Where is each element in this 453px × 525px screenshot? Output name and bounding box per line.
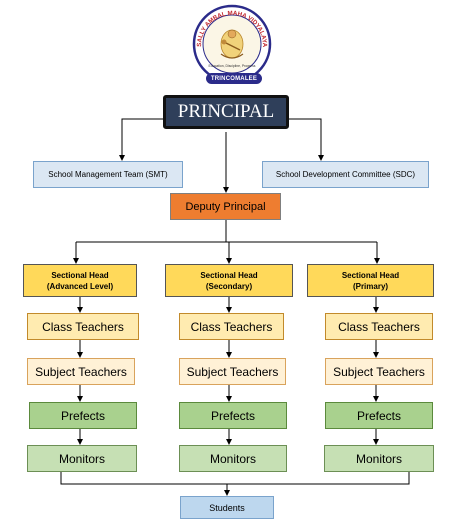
prefects-box-advanced: Prefects	[29, 402, 137, 429]
deputy-principal-box: Deputy Principal	[170, 193, 281, 220]
monitors-label: Monitors	[355, 451, 402, 466]
class-teachers-box-advanced: Class Teachers	[27, 313, 139, 340]
class-teachers-label: Class Teachers	[338, 319, 420, 334]
class-teachers-label: Class Teachers	[42, 319, 124, 334]
principal-label: PRINCIPAL	[177, 101, 275, 122]
deputy-principal-label: Deputy Principal	[185, 200, 266, 213]
class-teachers-label: Class Teachers	[190, 319, 273, 334]
subject-teachers-label: Subject Teachers	[35, 364, 127, 379]
subject-teachers-label: Subject Teachers	[333, 364, 425, 379]
subject-teachers-box-advanced: Subject Teachers	[27, 358, 135, 385]
class-teachers-box-secondary: Class Teachers	[179, 313, 284, 340]
sectional-head-advanced-level: Sectional Head (Advanced Level)	[23, 264, 137, 297]
sectional-head-sub: (Primary)	[352, 281, 389, 291]
prefects-box-secondary: Prefects	[179, 402, 287, 429]
sectional-head-primary: Sectional Head (Primary)	[307, 264, 434, 297]
monitors-box-advanced: Monitors	[27, 445, 137, 472]
monitors-box-primary: Monitors	[324, 445, 434, 472]
students-box: Students	[180, 496, 274, 519]
logo-band: TRINCOMALEE	[206, 73, 262, 84]
subject-teachers-box-primary: Subject Teachers	[325, 358, 433, 385]
sectional-head-title: Sectional Head	[341, 270, 400, 280]
sdc-box: School Development Committee (SDC)	[262, 161, 429, 188]
logo-motto: Education, Discipline, Progress	[209, 64, 256, 68]
principal-box: PRINCIPAL	[163, 95, 289, 129]
smt-label: School Management Team (SMT)	[48, 170, 168, 179]
smt-box: School Management Team (SMT)	[33, 161, 183, 188]
prefects-label: Prefects	[60, 408, 105, 423]
class-teachers-box-primary: Class Teachers	[325, 313, 433, 340]
students-label: Students	[209, 502, 245, 513]
prefects-label: Prefects	[210, 408, 255, 423]
monitors-label: Monitors	[58, 451, 105, 466]
sectional-head-title: Sectional Head	[51, 270, 109, 280]
sdc-label: School Development Committee (SDC)	[275, 170, 416, 179]
subject-teachers-label: Subject Teachers	[186, 364, 279, 379]
sectional-head-title: Sectional Head	[200, 270, 258, 280]
sectional-head-secondary: Sectional Head (Secondary)	[165, 264, 293, 297]
saraswati-emblem-icon	[220, 29, 244, 59]
prefects-label: Prefects	[356, 408, 401, 423]
prefects-box-primary: Prefects	[325, 402, 433, 429]
subject-teachers-box-secondary: Subject Teachers	[179, 358, 286, 385]
school-logo: T/SALLY AMBAL MAHA VIDYALAYAM Education,…	[191, 4, 272, 84]
sectional-head-sub: (Advanced Level)	[46, 281, 114, 291]
monitors-label: Monitors	[209, 451, 256, 466]
monitors-box-secondary: Monitors	[179, 445, 287, 472]
sectional-head-sub: (Secondary)	[205, 281, 253, 291]
